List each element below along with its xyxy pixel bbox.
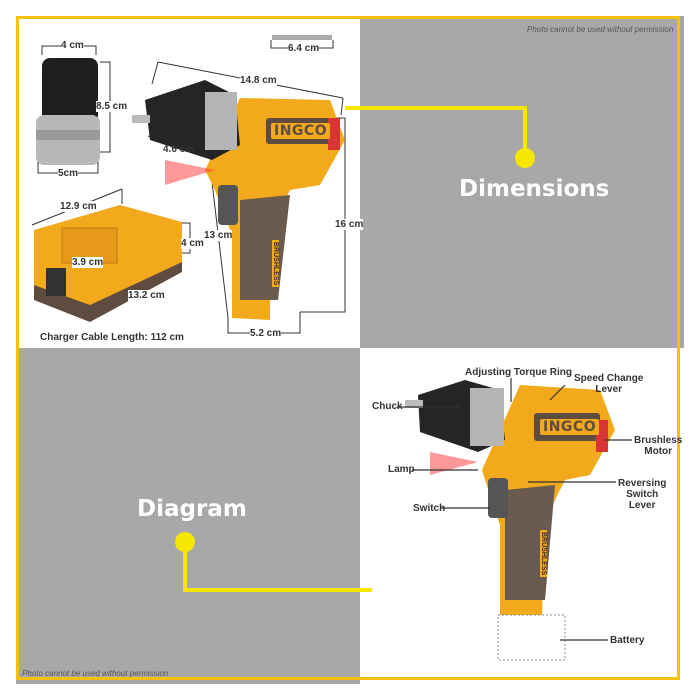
cable-length-label: Charger Cable Length: 112 cm	[40, 332, 184, 343]
dimensions-connector	[345, 106, 527, 158]
grip-height-label: 13 cm	[204, 230, 233, 241]
chuck-length-label: 4.6 cm	[163, 144, 195, 155]
speed-lever-label: Speed Change Lever	[574, 373, 644, 395]
diagram-connector	[183, 542, 372, 592]
diagram-panel-bg	[16, 348, 360, 684]
lamp-label: Lamp	[388, 464, 415, 475]
battery-height-label: 8.5 cm	[96, 101, 128, 112]
notice-top: Photo cannot be used without permission	[527, 25, 674, 34]
charger-slot-label: 3.9 cm	[72, 257, 104, 268]
drill-base-label: 5.2 cm	[250, 328, 282, 339]
drill-length-label: 14.8 cm	[240, 75, 277, 86]
battery-image	[36, 58, 100, 165]
motor-label: Brushless Motor	[634, 435, 683, 457]
chuck-label: Chuck	[372, 401, 403, 412]
bit-image	[272, 35, 332, 40]
bit-length-label: 6.4 cm	[288, 43, 320, 54]
outer-frame	[16, 16, 680, 680]
charger-height-label: 4 cm	[181, 238, 204, 249]
reversing-lever-label: Reversing Switch Lever	[618, 478, 667, 511]
charger-length-label: 13.2 cm	[128, 290, 165, 301]
dimensions-panel-bg	[360, 16, 684, 348]
brand-logo-dimensions: INGCO	[271, 123, 331, 139]
battery-width-label: 4 cm	[61, 40, 84, 51]
battery-base-label: 5cm	[58, 168, 79, 179]
battery-label: Battery	[610, 635, 645, 646]
charger-width-label: 12.9 cm	[60, 201, 97, 212]
notice-bottom: Photo cannot be used without permission	[22, 669, 169, 678]
switch-label: Switch	[413, 503, 446, 514]
dimensions-connector-dot	[515, 148, 535, 168]
diagram-heading: Diagram	[137, 496, 247, 522]
diagram-connector-dot	[175, 532, 195, 552]
charger-image	[34, 205, 182, 322]
drill-height-label: 16 cm	[335, 219, 364, 230]
brand-logo-diagram: INGCO	[540, 419, 600, 435]
torque-ring-label: Adjusting Torque Ring	[465, 367, 573, 378]
drill-image-diagram	[405, 380, 615, 661]
dimensions-heading: Dimensions	[459, 176, 610, 202]
